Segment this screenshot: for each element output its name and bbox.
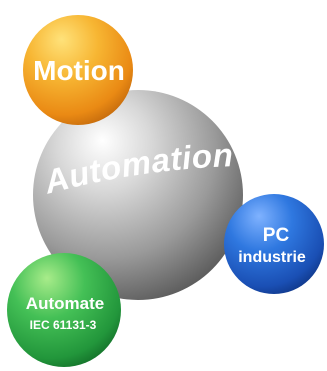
pc-industrie-line-1: PC xyxy=(263,225,290,246)
motion-sphere: Motion xyxy=(23,15,133,125)
automate-sphere: Automate IEC 61131-3 xyxy=(7,253,121,367)
pc-industrie-sphere: PC industrie xyxy=(224,194,324,294)
center-sphere: Automation xyxy=(33,90,243,300)
motion-sphere-label: Motion xyxy=(33,55,125,86)
automate-line-1: Automate xyxy=(26,294,104,313)
pc-industrie-line-2: industrie xyxy=(238,249,306,266)
automate-line-2: IEC 61131-3 xyxy=(30,318,97,332)
